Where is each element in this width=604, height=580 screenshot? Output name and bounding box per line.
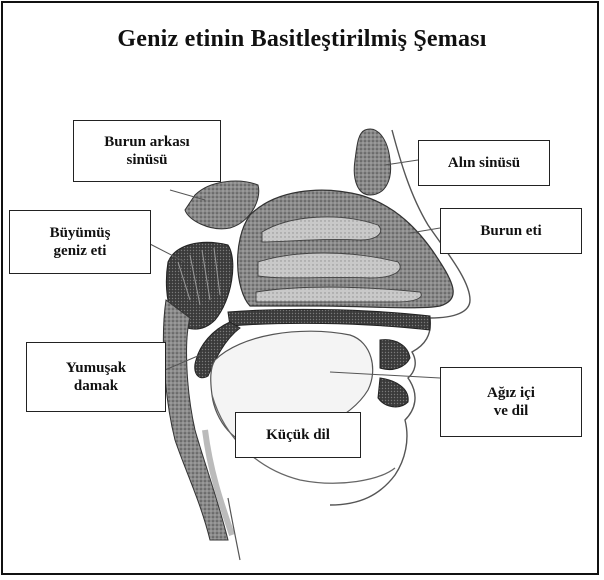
- label-kucuk-dil: Küçük dil: [235, 412, 361, 458]
- label-burun-arkasi-sinusu: Burun arkası sinüsü: [73, 120, 221, 182]
- label-buyumus-geniz-eti: Büyümüş geniz eti: [9, 210, 151, 274]
- label-burun-eti: Burun eti: [440, 208, 582, 254]
- upper-lip: [380, 340, 410, 370]
- label-agiz-ici-ve-dil: Ağız içi ve dil: [440, 367, 582, 437]
- label-alin-sinusu: Alın sinüsü: [418, 140, 550, 186]
- frontal-sinus: [354, 129, 390, 195]
- label-yumusak-damak: Yumuşak damak: [26, 342, 166, 412]
- lower-lip: [378, 378, 408, 407]
- hard-palate: [228, 309, 430, 330]
